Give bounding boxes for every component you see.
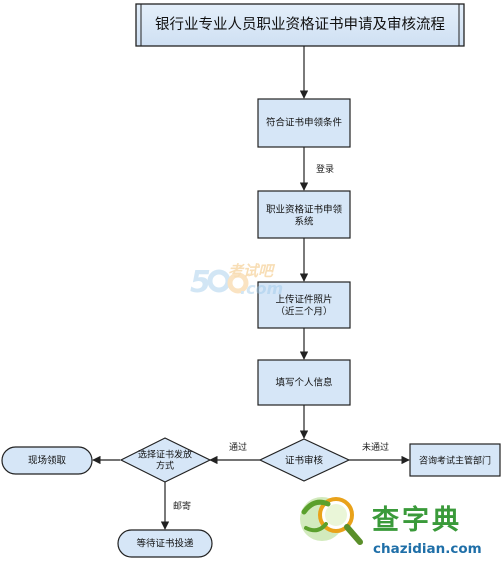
chazidian-watermark: 查字典 chazidian.com (300, 497, 482, 557)
svg-text:.com: .com (240, 279, 283, 298)
svg-text:方式: 方式 (156, 460, 174, 472)
svg-text:5: 5 (190, 265, 211, 300)
svg-text:（近三个月）: （近三个月） (275, 306, 332, 318)
node-wait: 等待证书投递 (117, 529, 213, 558)
edge-label-pass: 通过 (229, 441, 247, 453)
brand-cn: 查字典 (372, 504, 462, 536)
svg-text:职业资格证书申领: 职业资格证书申领 (266, 204, 343, 216)
svg-text:填写个人信息: 填写个人信息 (275, 377, 332, 389)
edge-label-login: 登录 (316, 164, 334, 175)
node-choose-decision: 选择证书发放 方式 (119, 437, 212, 483)
node-system: 职业资格证书申领 系统 (257, 190, 351, 239)
node-review-decision: 证书审核 (258, 438, 351, 482)
edge-label-fail: 未通过 (362, 441, 389, 453)
connectors (92, 46, 410, 530)
node-fill-info: 填写个人信息 (257, 359, 351, 406)
svg-text:咨询考试主管部门: 咨询考试主管部门 (419, 455, 491, 467)
node-eligibility: 符合证书申领条件 (257, 98, 351, 148)
svg-text:选择证书发放: 选择证书发放 (138, 449, 192, 461)
svg-text:符合证书申领条件: 符合证书申领条件 (266, 117, 343, 129)
node-onsite: 现场领取 (1, 446, 93, 475)
svg-text:证书审核: 证书审核 (285, 455, 324, 467)
edge-label-mail: 邮寄 (173, 500, 191, 512)
title-box: 银行业专业人员职业资格证书申请及审核流程 (135, 3, 465, 47)
svg-text:系统: 系统 (294, 216, 314, 228)
node-consult: 咨询考试主管部门 (409, 443, 501, 477)
svg-text:现场领取: 现场领取 (28, 455, 67, 467)
page-title: 银行业专业人员职业资格证书申请及审核流程 (155, 16, 445, 33)
svg-text:上传证件照片: 上传证件照片 (275, 294, 332, 306)
svg-text:考试吧: 考试吧 (228, 262, 276, 280)
svg-text:等待证书投递: 等待证书投递 (136, 538, 194, 550)
magnifier-icon (300, 497, 363, 545)
node-upload: 上传证件照片 （近三个月） (257, 281, 351, 329)
brand-url: chazidian.com (373, 541, 482, 557)
exam-site-watermark: 5 考试吧 .com (190, 262, 283, 300)
